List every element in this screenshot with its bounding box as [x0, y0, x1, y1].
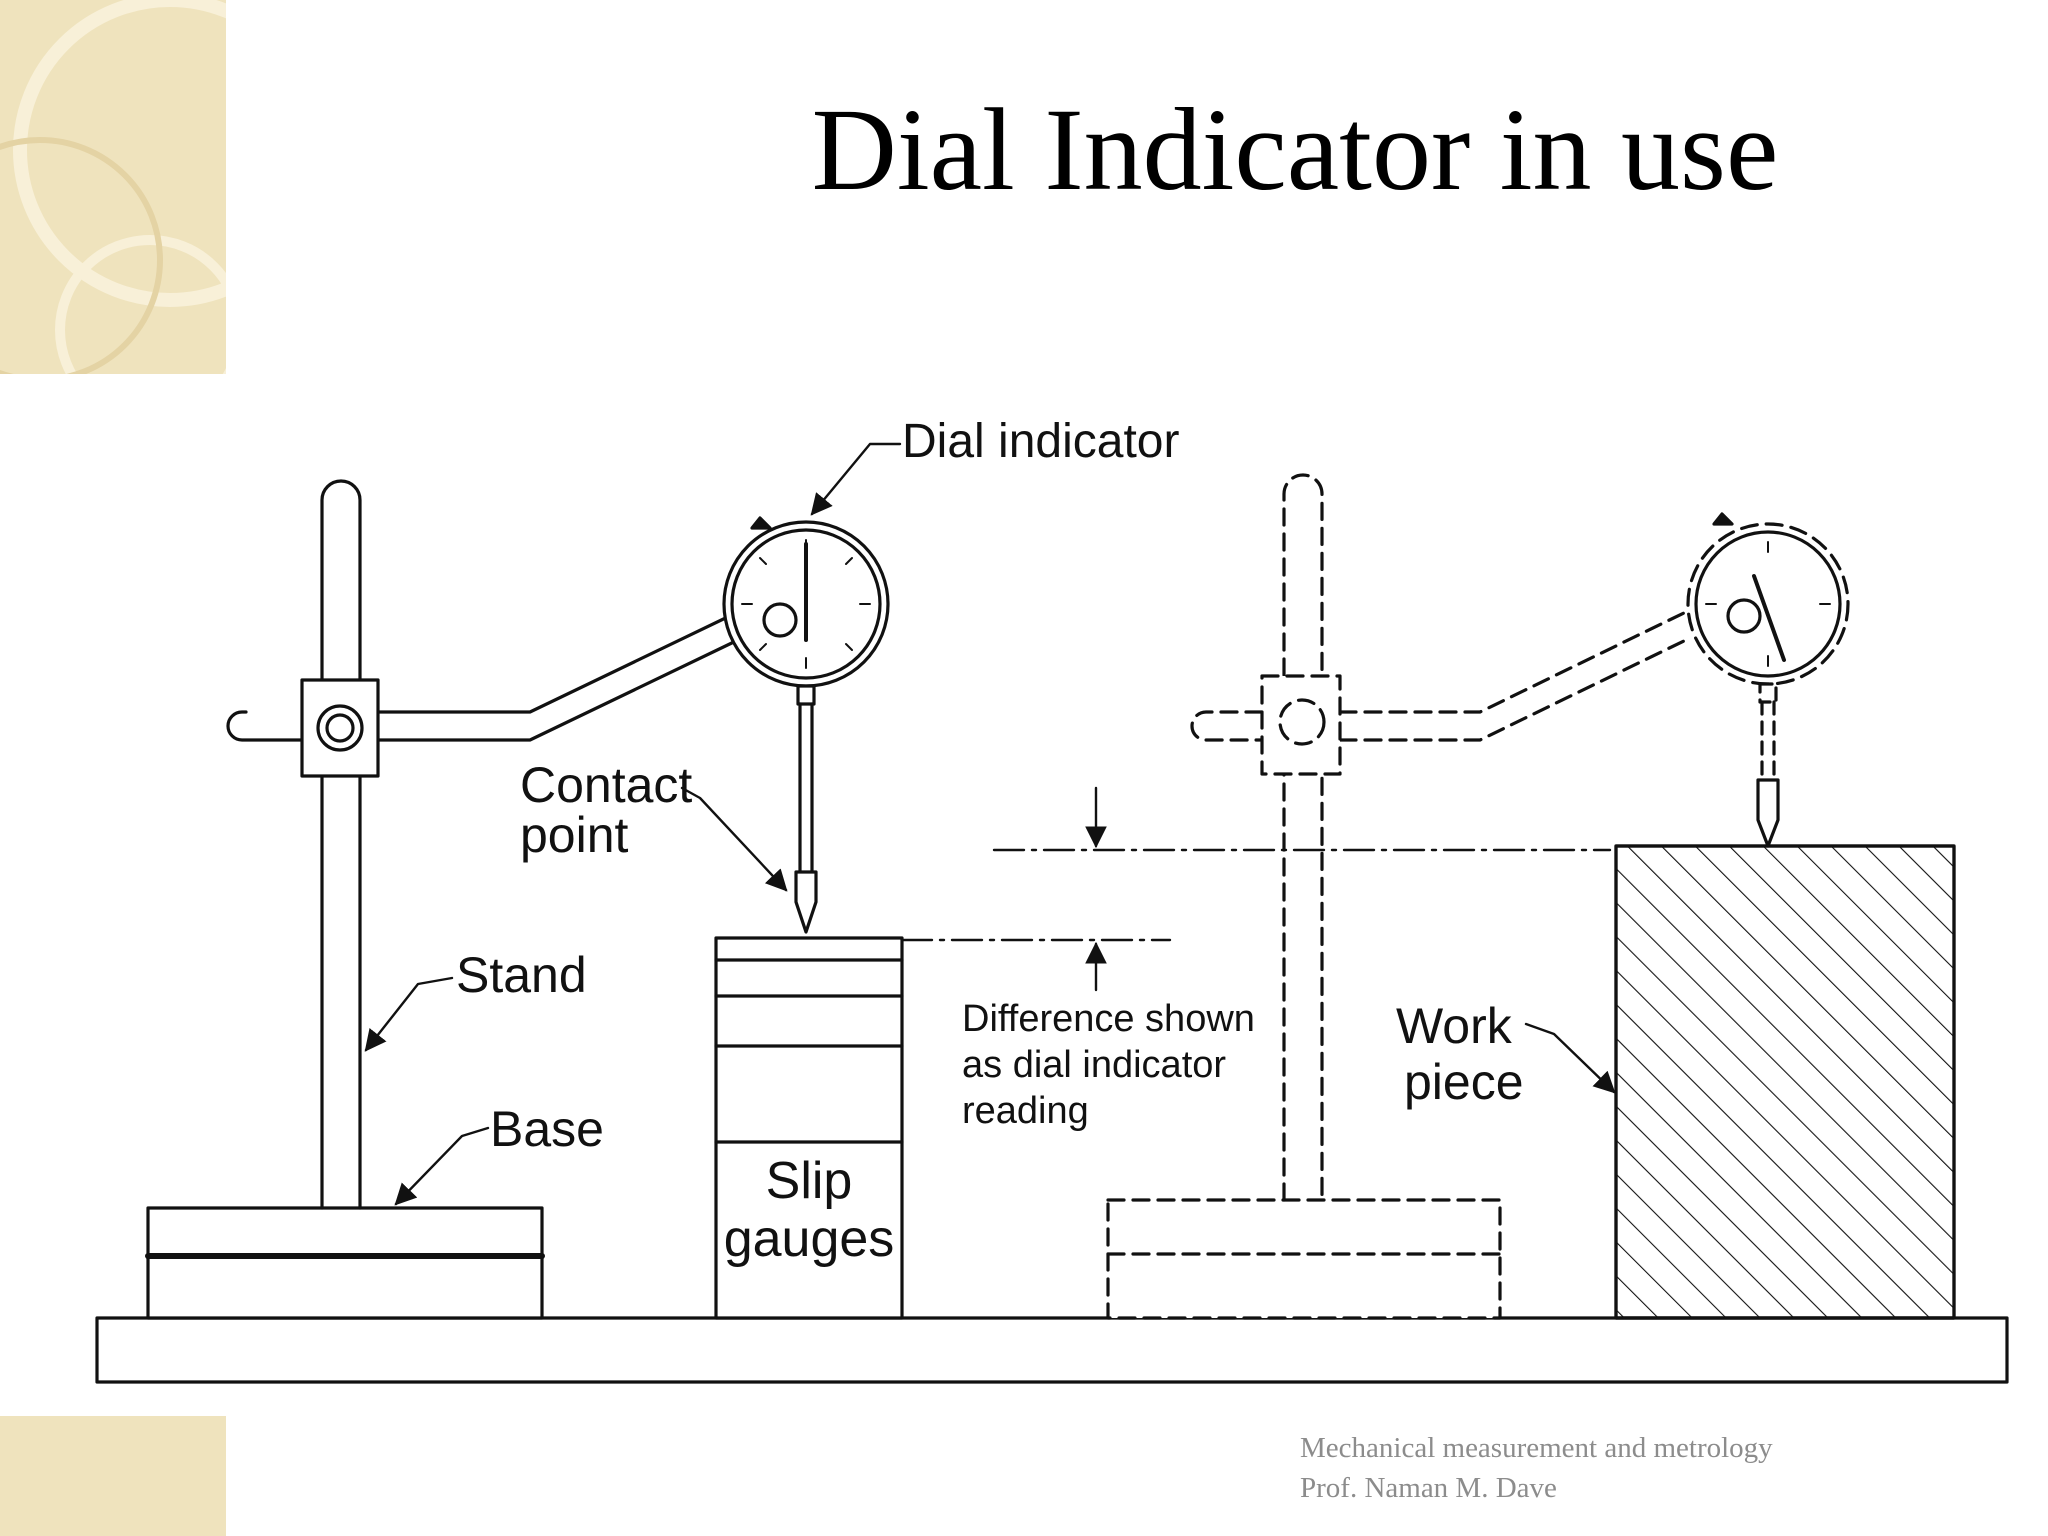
slide-footer: Mechanical measurement and metrology Pro…	[1300, 1428, 1773, 1508]
label-difference: Difference shown as dial indicator readi…	[962, 996, 1255, 1134]
footer-course: Mechanical measurement and metrology	[1300, 1432, 1773, 1464]
label-slip-line1: Slip	[765, 1152, 853, 1210]
footer-author: Prof. Naman M. Dave	[1300, 1472, 1557, 1505]
leader-lines	[364, 442, 1616, 1206]
base-right-dashed	[1106, 1198, 1502, 1320]
dial-indicator-right-dashed	[1686, 512, 1850, 848]
label-stand: Stand	[456, 947, 587, 1003]
label-work-line2: piece	[1404, 1054, 1524, 1110]
reference-lines	[900, 848, 1612, 942]
label-slip-gauges: Slip gauges	[716, 1152, 902, 1268]
label-slip-line2: gauges	[723, 1210, 895, 1268]
label-work-piece: Work piece	[1396, 998, 1524, 1110]
label-difference-line1: Difference shown	[962, 998, 1255, 1040]
corner-decoration-bottom	[0, 1416, 226, 1536]
slip-gauges	[714, 936, 904, 1320]
label-difference-line3: reading	[962, 1090, 1089, 1132]
label-work-line1: Work	[1396, 998, 1512, 1054]
stand-left	[226, 479, 740, 1210]
surface-plate	[95, 1316, 2009, 1384]
base-left	[145, 1206, 545, 1320]
label-base: Base	[490, 1101, 604, 1157]
label-difference-line2: as dial indicator	[962, 1044, 1227, 1086]
label-contact-line2: point	[520, 807, 629, 863]
dial-indicator-left	[722, 516, 890, 934]
label-contact-line1: Contact	[520, 757, 693, 813]
work-piece	[1614, 844, 1956, 1320]
corner-decoration-top	[0, 0, 226, 374]
slide-title: Dial Indicator in use	[811, 84, 1779, 215]
stand-right-dashed	[1190, 473, 1692, 1202]
label-dial-indicator: Dial indicator	[902, 415, 1180, 468]
label-contact-point: Contact point	[520, 760, 692, 860]
